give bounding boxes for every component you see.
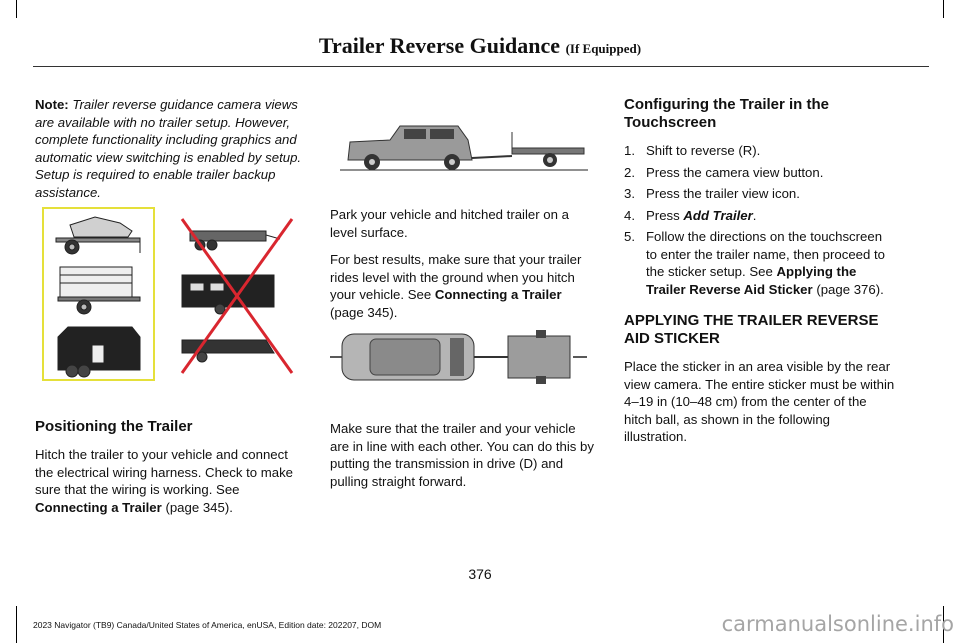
connecting-trailer-link[interactable]: Connecting a Trailer — [434, 287, 562, 302]
vehicle-trailer-top-view — [330, 330, 588, 384]
step-text-end: . — [752, 207, 757, 223]
level-ride-paragraph: For best results, make sure that your tr… — [330, 251, 598, 321]
level-surface-paragraph: Park your vehicle and hitched trailer on… — [330, 207, 569, 240]
step-text: Shift to reverse (R). — [646, 143, 761, 158]
camper-trailer-icon — [181, 274, 275, 315]
note: Note: Trailer reverse guidance camera vi… — [35, 96, 307, 201]
list-item: 5. Follow the directions on the touchscre… — [624, 228, 896, 298]
connecting-trailer-link[interactable]: Connecting a Trailer — [35, 499, 162, 515]
title-suffix: (If Equipped) — [565, 41, 642, 56]
list-item: 4. Press Add Trailer. — [624, 207, 896, 225]
list-item: 3. Press the trailer view icon. — [624, 185, 896, 203]
step-text: Press the camera view button. — [646, 164, 824, 180]
step-number: 4. — [624, 207, 635, 223]
steps-list: 1. Shift to reverse (R). 2. Press the came… — [624, 142, 896, 298]
applying-sticker-link[interactable]: Applying the Trailer Reverse Aid Sticker — [646, 264, 857, 297]
page-reference: (page 345). — [161, 499, 233, 515]
level-ride-text: For best results, make sure that your tr… — [330, 252, 582, 302]
configuring-heading: Configuring the Trailer in the Touchscre… — [624, 96, 830, 131]
header-rule — [33, 66, 929, 67]
crop-mark — [943, 606, 944, 643]
add-trailer-label: Add Trailer — [683, 207, 753, 223]
jetski-trailer-icon — [55, 216, 141, 255]
watermark: carmanualsonline.info — [721, 612, 954, 636]
note-text: Trailer reverse guidance camera views ar… — [35, 97, 302, 200]
column-1: Note: Trailer reverse guidance camera vi… — [35, 96, 307, 211]
cross-out-icon — [180, 218, 294, 374]
step-text: Press — [646, 207, 684, 223]
alignment-paragraph: Make sure that the trailer and your vehi… — [330, 421, 594, 489]
crop-mark — [16, 606, 17, 643]
edition-line: 2023 Navigator (TB9) Canada/United State… — [33, 620, 382, 630]
crop-mark — [16, 0, 17, 18]
vehicle-trailer-side-view — [340, 125, 588, 171]
page-reference: (page 376). — [812, 281, 884, 297]
boat-trailer-icon — [189, 230, 281, 251]
page-number: 376 — [468, 566, 492, 582]
page-reference: (page 345). — [330, 304, 398, 320]
trailer-types-illustration — [42, 207, 294, 381]
crop-mark — [943, 0, 944, 18]
column-2: Park your vehicle and hitched trailer on… — [330, 206, 598, 331]
page-title: Trailer Reverse Guidance (If Equipped) — [0, 33, 960, 59]
step-number: 1. — [624, 143, 635, 158]
list-item: 2. Press the camera view button. — [624, 164, 896, 182]
flatbed-trailer-icon — [181, 339, 275, 363]
positioning-paragraph: Hitch the trailer to your vehicle and co… — [35, 446, 307, 516]
applying-sticker-heading: APPLYING THE TRAILER REVERSE AID STICKER — [624, 312, 879, 347]
positioning-text: Hitch the trailer to your vehicle and co… — [35, 447, 293, 497]
step-number: 5. — [624, 229, 635, 244]
column-2-lower: Make sure that the trailer and your vehi… — [330, 420, 598, 500]
positioning-heading: Positioning the Trailer — [35, 418, 193, 435]
list-item: 1. Shift to reverse (R). — [624, 142, 896, 160]
step-number: 3. — [624, 186, 635, 201]
column-3: Configuring the Trailer in the Touchscre… — [624, 96, 896, 456]
step-text: Follow the directions on the touchscreen… — [646, 229, 885, 279]
step-text: Press the trailer view icon. — [646, 186, 800, 201]
title-text: Trailer Reverse Guidance — [318, 33, 561, 58]
enclosed-trailer-icon — [57, 326, 141, 378]
step-number: 2. — [624, 164, 635, 180]
sticker-paragraph: Place the sticker in an area visible by … — [624, 359, 895, 444]
utility-trailer-icon — [57, 266, 141, 315]
column-1-lower: Positioning the Trailer Hitch the traile… — [35, 418, 307, 526]
note-label: Note: — [35, 97, 69, 112]
